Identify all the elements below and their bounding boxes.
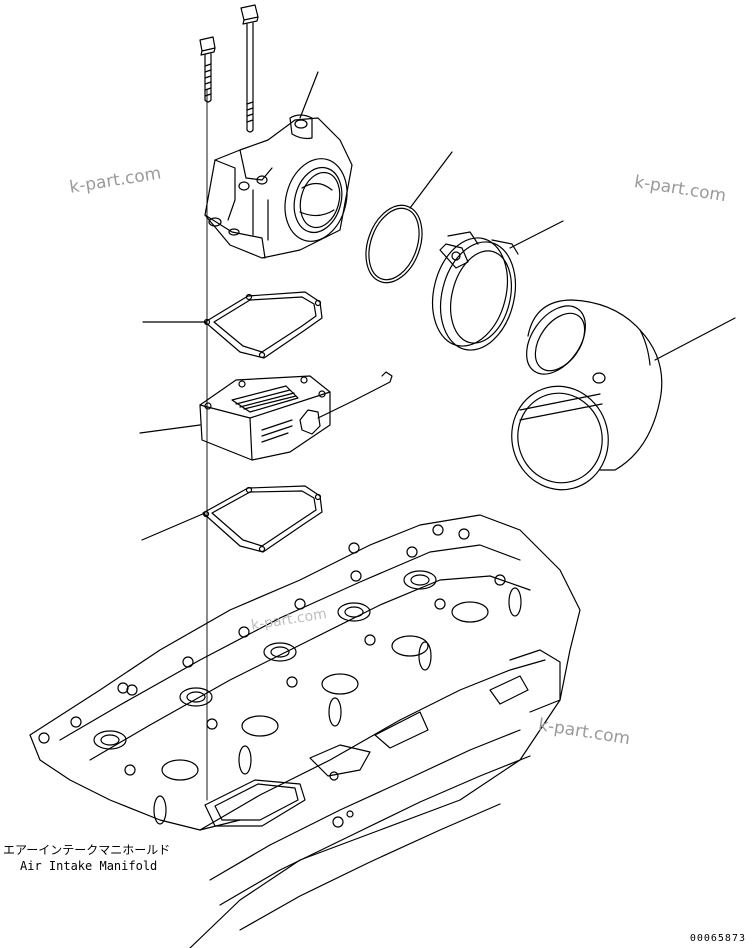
leader-o-ring	[409, 151, 453, 209]
bolt-short	[199, 36, 216, 103]
air-heater	[199, 371, 393, 461]
air-connection-housing	[204, 114, 353, 259]
leader-housing	[299, 71, 319, 119]
leader-gasket-lower	[141, 512, 206, 541]
elbow-pipe	[511, 299, 663, 491]
caption-english: Air Intake Manifold	[20, 859, 158, 873]
leader-air-heater	[139, 424, 201, 434]
leader-elbow	[654, 317, 736, 361]
leader-clamp	[509, 220, 564, 249]
o-ring-outer	[365, 204, 423, 284]
hose-clamp	[432, 231, 519, 351]
intake-manifold-head	[29, 514, 581, 948]
drawing-code: 00065873	[689, 933, 746, 944]
gasket-lower	[202, 485, 323, 553]
o-ring-inner	[368, 207, 420, 281]
caption-japanese: エアーインテークマニホールド	[3, 843, 171, 857]
bolt-long	[240, 4, 259, 133]
gasket-upper	[203, 291, 323, 359]
